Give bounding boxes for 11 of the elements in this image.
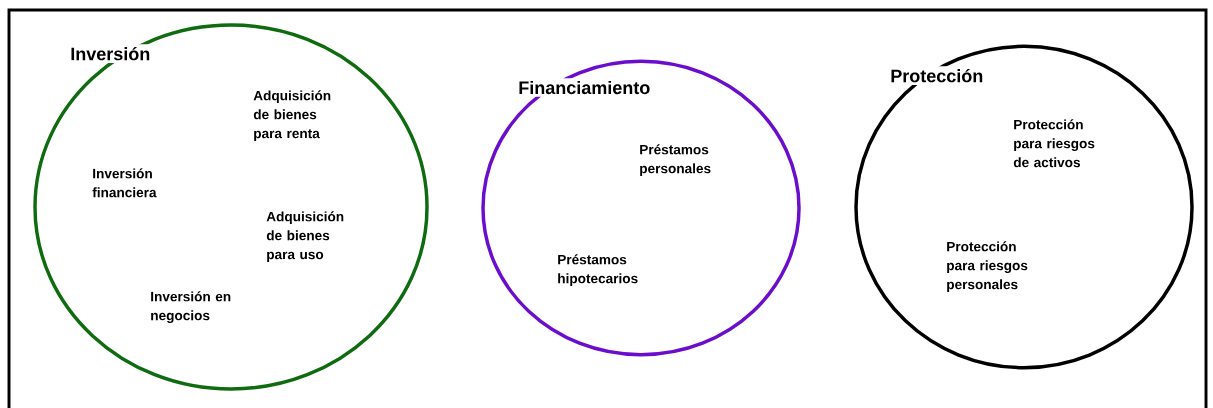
circle-heading: Financiamiento xyxy=(514,78,655,97)
item-text: Inversión financiera xyxy=(92,168,157,198)
circle-heading: Inversión xyxy=(66,44,155,63)
item-text: Protección para riesgos personales xyxy=(947,241,1028,292)
item-text: Adquisición de bienes para renta xyxy=(253,90,331,141)
item-text: Inversión en negocios xyxy=(151,291,231,324)
item-text: Préstamos personales xyxy=(640,144,711,176)
item-text: Préstamos hipotecarios xyxy=(558,254,638,286)
circle-heading: Protección xyxy=(886,66,988,85)
item-text: Adquisición de bienes para uso xyxy=(266,211,344,262)
item-text: Protección para riesgos de activos xyxy=(1013,119,1095,168)
